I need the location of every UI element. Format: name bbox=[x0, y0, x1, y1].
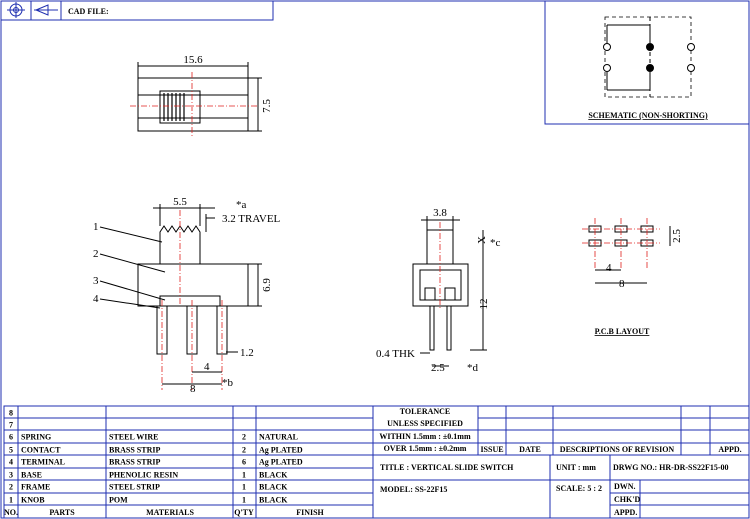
appd-label: APPD. bbox=[718, 445, 741, 454]
side-x-label: X bbox=[476, 236, 488, 244]
top-view-width-dim: 15.6 bbox=[183, 54, 203, 66]
pcb-dim-4: 4 bbox=[606, 262, 612, 274]
bom-cell-materials: POM bbox=[109, 496, 128, 505]
bom-cell-materials: BRASS STRIP bbox=[109, 446, 160, 455]
dwn-label: DWN. bbox=[614, 482, 636, 491]
pitch-small-dim: 4 bbox=[204, 361, 210, 373]
cad-header: CAD FILE: bbox=[0, 0, 274, 21]
bom-cell-qty: 2 bbox=[242, 446, 246, 455]
travel-dim: 3.2 TRAVEL bbox=[222, 213, 281, 225]
unless-label: UNLESS SPECIFIED bbox=[387, 419, 463, 428]
tolerance-label: TOLERANCE bbox=[400, 407, 451, 416]
bom-cell-parts: FRAME bbox=[21, 483, 50, 492]
appd2-label: APPD. bbox=[614, 508, 637, 517]
front-view: 5.5 *a 3.2 TRAVEL 6.9 1.2 4 8 *b 1 2 3 4 bbox=[93, 196, 281, 395]
drawing-title: TITLE : VERTICAL SLIDE SWITCH bbox=[380, 463, 514, 472]
bom-cell-materials: BRASS STRIP bbox=[109, 458, 160, 467]
bom-cell-finish: BLACK bbox=[259, 471, 288, 480]
front-width-dim: 5.5 bbox=[173, 196, 187, 208]
pcb-layout: 2.5 4 8 P.C.B LAYOUT bbox=[582, 218, 683, 336]
bom-cell-qty: 2 bbox=[242, 433, 246, 442]
date-label: DATE bbox=[519, 445, 541, 454]
cad-file-label: CAD FILE: bbox=[68, 7, 109, 16]
bom-cell-no: 2 bbox=[9, 483, 13, 492]
callout-3: 3 bbox=[93, 275, 99, 287]
bom-cell-no: 5 bbox=[9, 446, 13, 455]
within-label: WITHIN 1.5mm : ±0.1mm bbox=[379, 432, 471, 441]
bom-cell-finish: NATURAL bbox=[259, 433, 298, 442]
pin-diameter-dim: 1.2 bbox=[240, 347, 254, 359]
unit-label: UNIT : mm bbox=[556, 463, 596, 472]
bom-cell-parts: SPRING bbox=[21, 433, 51, 442]
issue-label: ISSUE bbox=[480, 445, 503, 454]
note-b: *b bbox=[222, 377, 234, 389]
title-block: TOLERANCE UNLESS SPECIFIED WITHIN 1.5mm … bbox=[372, 405, 750, 519]
bom-cell-finish: BLACK bbox=[259, 496, 288, 505]
bom-cell-finish: Ag PLATED bbox=[259, 458, 303, 467]
bom-cell-no: 8 bbox=[9, 409, 13, 418]
bom-cell-no: 7 bbox=[9, 421, 13, 430]
pcb-title: P.C.B LAYOUT bbox=[595, 327, 650, 336]
side-height-dim: 12 bbox=[478, 299, 490, 310]
bom-header-finish: FINISH bbox=[296, 508, 324, 517]
model-label: MODEL: SS-22F15 bbox=[380, 485, 447, 494]
bom-cell-finish: BLACK bbox=[259, 483, 288, 492]
bom-header-qty: Q'TY bbox=[234, 508, 254, 517]
schematic-title: SCHEMATIC (NON-SHORTING) bbox=[588, 111, 708, 120]
bom-cell-materials: STEEL WIRE bbox=[109, 433, 158, 442]
desc-revision-label: DESCRIPTIONS OF REVISION bbox=[560, 445, 675, 454]
bom-cell-qty: 1 bbox=[242, 483, 246, 492]
drawing-number: DRWG NO.: HR-DR-SS22F15-00 bbox=[613, 463, 729, 472]
pitch-total-dim: 8 bbox=[190, 383, 196, 395]
bom-cell-materials: PHENOLIC RESIN bbox=[109, 471, 178, 480]
chkd-label: CHK'D bbox=[614, 495, 640, 504]
front-height-dim: 6.9 bbox=[261, 278, 273, 292]
bom-cell-parts: KNOB bbox=[21, 496, 45, 505]
callout-4: 4 bbox=[93, 293, 99, 305]
bom-cell-no: 4 bbox=[9, 458, 13, 467]
top-view: 15.6 7.5 bbox=[130, 54, 273, 136]
callout-2: 2 bbox=[93, 248, 99, 260]
bom-header-materials: MATERIALS bbox=[146, 508, 194, 517]
note-d: *d bbox=[467, 362, 479, 374]
pcb-vertical-dim: 2.5 bbox=[671, 229, 683, 243]
bom-cell-qty: 1 bbox=[242, 496, 246, 505]
callout-1: 1 bbox=[93, 221, 99, 233]
bom-cell-parts: CONTACT bbox=[21, 446, 61, 455]
side-view: 3.8 X *c 12 0.4 THK 2.5 *d bbox=[376, 207, 501, 374]
bom-cell-qty: 6 bbox=[242, 458, 246, 467]
bom-cell-parts: TERMINAL bbox=[21, 458, 65, 467]
pcb-dim-8: 8 bbox=[619, 278, 625, 290]
bom-cell-no: 3 bbox=[9, 471, 13, 480]
note-c: *c bbox=[490, 237, 501, 249]
bom-cell-no: 6 bbox=[9, 433, 13, 442]
bom-cell-materials: STEEL STRIP bbox=[109, 483, 160, 492]
projection-symbol-icon bbox=[7, 2, 58, 18]
top-view-height-dim: 7.5 bbox=[261, 99, 273, 113]
over-label: OVER 1.5mm : ±0.2mm bbox=[384, 444, 467, 453]
bom-cell-qty: 1 bbox=[242, 471, 246, 480]
bom-header-parts: PARTS bbox=[49, 508, 75, 517]
bom-table: 8 7 6 SPRING STEEL WIRE 2 NATURAL 5 CONTACT BRASS… bbox=[3, 405, 374, 519]
thickness-dim: 0.4 THK bbox=[376, 348, 415, 360]
bom-cell-parts: BASE bbox=[21, 471, 42, 480]
bom-header-no: NO. bbox=[4, 508, 18, 517]
bom-cell-finish: Ag PLATED bbox=[259, 446, 303, 455]
side-top-width: 3.8 bbox=[433, 207, 447, 219]
schematic-panel: SCHEMATIC (NON-SHORTING) bbox=[544, 0, 750, 125]
scale-label: SCALE: 5 : 2 bbox=[556, 484, 602, 493]
side-pin-pitch: 2.5 bbox=[431, 362, 445, 374]
note-a: *a bbox=[236, 199, 247, 211]
bom-cell-no: 1 bbox=[9, 496, 13, 505]
